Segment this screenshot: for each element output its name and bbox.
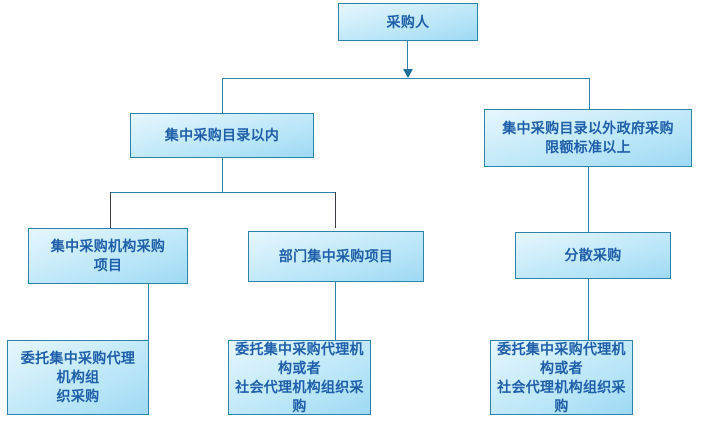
node-level3-right-label: 分散采购 [564,247,622,263]
connector-bus-to-level3-middle [335,192,336,228]
connector-bus-level3 [110,192,335,193]
connector-root-to-bus [407,41,408,69]
connector-level3right-to-level4right [588,279,589,340]
node-level3-left-label: 集中采购机构采购 项目 [50,238,166,273]
node-root-label: 采购人 [386,13,430,30]
node-level4-left-label: 委托集中采购代理机构组 织采购 [20,350,136,404]
node-level4-right-label: 委托集中采购代理机构或者 社会代理机构组织采购 [497,340,626,414]
connector-level2left-down [222,158,223,192]
node-level3-middle[interactable]: 部门集中采购项目 [248,231,424,282]
node-level4-right[interactable]: 委托集中采购代理机构或者 社会代理机构组织采购 [490,340,633,415]
node-level3-middle-label: 部门集中采购项目 [278,248,394,264]
node-root[interactable]: 采购人 [338,3,478,41]
arrowhead-root-to-bus [403,69,413,78]
connector-level3left-to-level4left [148,284,149,340]
connector-bus-to-level2-right [589,78,590,113]
node-level2-right[interactable]: 集中采购目录以外政府采购 限额标准以上 [484,109,692,167]
node-level2-left[interactable]: 集中采购目录以内 [130,113,314,158]
connector-bus-to-level2-left [222,78,223,113]
connector-bus-level2 [222,78,590,79]
connector-level2right-to-level3right [588,167,589,232]
node-level2-left-label: 集中采购目录以内 [164,127,280,143]
node-level4-middle-label: 委托集中采购代理机构或者 社会代理机构组织采购 [235,340,364,414]
node-level4-middle[interactable]: 委托集中采购代理机构或者 社会代理机构组织采购 [228,340,371,415]
node-level3-right[interactable]: 分散采购 [515,232,671,279]
node-level3-left[interactable]: 集中采购机构采购 项目 [28,228,188,284]
connector-bus-to-level3-left [110,192,111,228]
node-level4-left[interactable]: 委托集中采购代理机构组 织采购 [7,340,149,415]
node-level2-right-label: 集中采购目录以外政府采购 限额标准以上 [502,120,674,155]
connector-level3middle-to-level4middle [335,282,336,340]
